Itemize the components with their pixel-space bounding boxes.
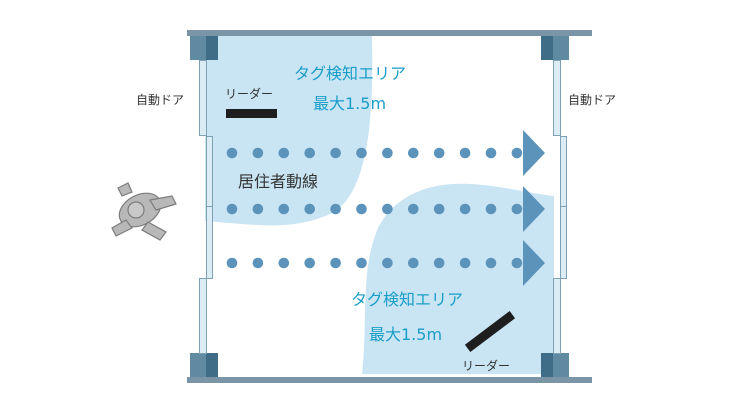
flow-dot (433, 147, 445, 159)
top-wall (187, 30, 592, 36)
reader-device-icon (226, 109, 277, 118)
flow-dot (252, 203, 264, 215)
flow-dot (511, 257, 523, 269)
flow-dot (382, 203, 393, 215)
flow-dot (304, 147, 316, 159)
right-door-frame-lower (553, 278, 561, 354)
detection-zone-top (205, 36, 373, 226)
arrow-right-icon (523, 186, 545, 232)
pillar-bottom-left-inner (206, 353, 218, 377)
flow-dot (330, 257, 341, 269)
right-door-frame-upper (553, 60, 561, 136)
flow-dot (278, 203, 290, 215)
reader-device-icon (464, 311, 516, 352)
zone-top-range: 最大1.5m (313, 94, 387, 113)
zone-top-title: タグ検知エリア (294, 64, 407, 83)
person-walking-icon (111, 182, 177, 241)
left-door-label: 自動ドア (136, 93, 185, 107)
person-arm-lower (111, 219, 133, 237)
flow-dot (330, 147, 341, 159)
flow-dot (226, 147, 238, 159)
right-door-leaf-2 (560, 206, 567, 279)
left-door-leaf-1 (206, 136, 213, 207)
right-door-label: 自動ドア (568, 93, 617, 107)
right-door-leaf-1 (560, 136, 567, 207)
flow-dot (226, 257, 238, 269)
flow-dot (304, 203, 316, 215)
left-door-frame-lower (199, 278, 207, 354)
flow-dot (382, 147, 393, 159)
left-automatic-door (199, 60, 213, 354)
reader-bottom-label: リーダー (462, 359, 511, 373)
bottom-wall (187, 377, 592, 383)
flow-dot (252, 257, 264, 269)
flow-dot (304, 257, 316, 269)
flow-dot (330, 203, 341, 215)
zone-bottom-range: 最大1.5m (369, 325, 443, 344)
arrow-right-icon (523, 130, 545, 176)
flow-row (226, 186, 545, 232)
left-door-leaf-2 (206, 206, 213, 279)
flow-row (226, 240, 545, 286)
flow-paths (226, 130, 545, 286)
person-arm-upper (149, 195, 177, 211)
flow-dot (433, 203, 445, 215)
flow-dot (459, 203, 471, 215)
flow-dot (408, 147, 419, 159)
resident-path-label: 居住者動線 (238, 172, 319, 191)
person-foot (117, 182, 133, 197)
flow-dot (356, 257, 367, 269)
flow-dot (356, 203, 367, 215)
pillar-bottom-right-inner (541, 353, 553, 377)
flow-dot (485, 257, 497, 269)
flow-dot (459, 147, 471, 159)
flow-dot (511, 203, 523, 215)
right-automatic-door (553, 60, 567, 354)
flow-dot (459, 257, 471, 269)
reader-top-label: リーダー (225, 87, 274, 101)
flow-dot (252, 147, 264, 159)
pillar-top-left-inner (206, 36, 218, 60)
flow-dot (433, 257, 445, 269)
person-leg (141, 221, 167, 241)
building-walls (187, 30, 592, 383)
arrow-right-icon (523, 240, 545, 286)
flow-dot (511, 147, 523, 159)
flow-dot (485, 203, 497, 215)
pillar-top-right-inner (541, 36, 553, 60)
flow-dot (382, 257, 393, 269)
flow-dot (408, 203, 419, 215)
zone-bottom-title: タグ検知エリア (351, 290, 464, 309)
pillars (190, 36, 569, 377)
flow-dot (226, 203, 238, 215)
flow-row (226, 130, 545, 176)
left-door-frame-upper (199, 60, 207, 136)
flow-dot (278, 147, 290, 159)
person-head (127, 201, 145, 219)
flow-dot (408, 257, 419, 269)
flow-dot (356, 147, 367, 159)
detection-zone-bottom (362, 183, 554, 374)
flow-dot (485, 147, 497, 159)
flow-dot (278, 257, 290, 269)
detection-zones (205, 36, 554, 374)
